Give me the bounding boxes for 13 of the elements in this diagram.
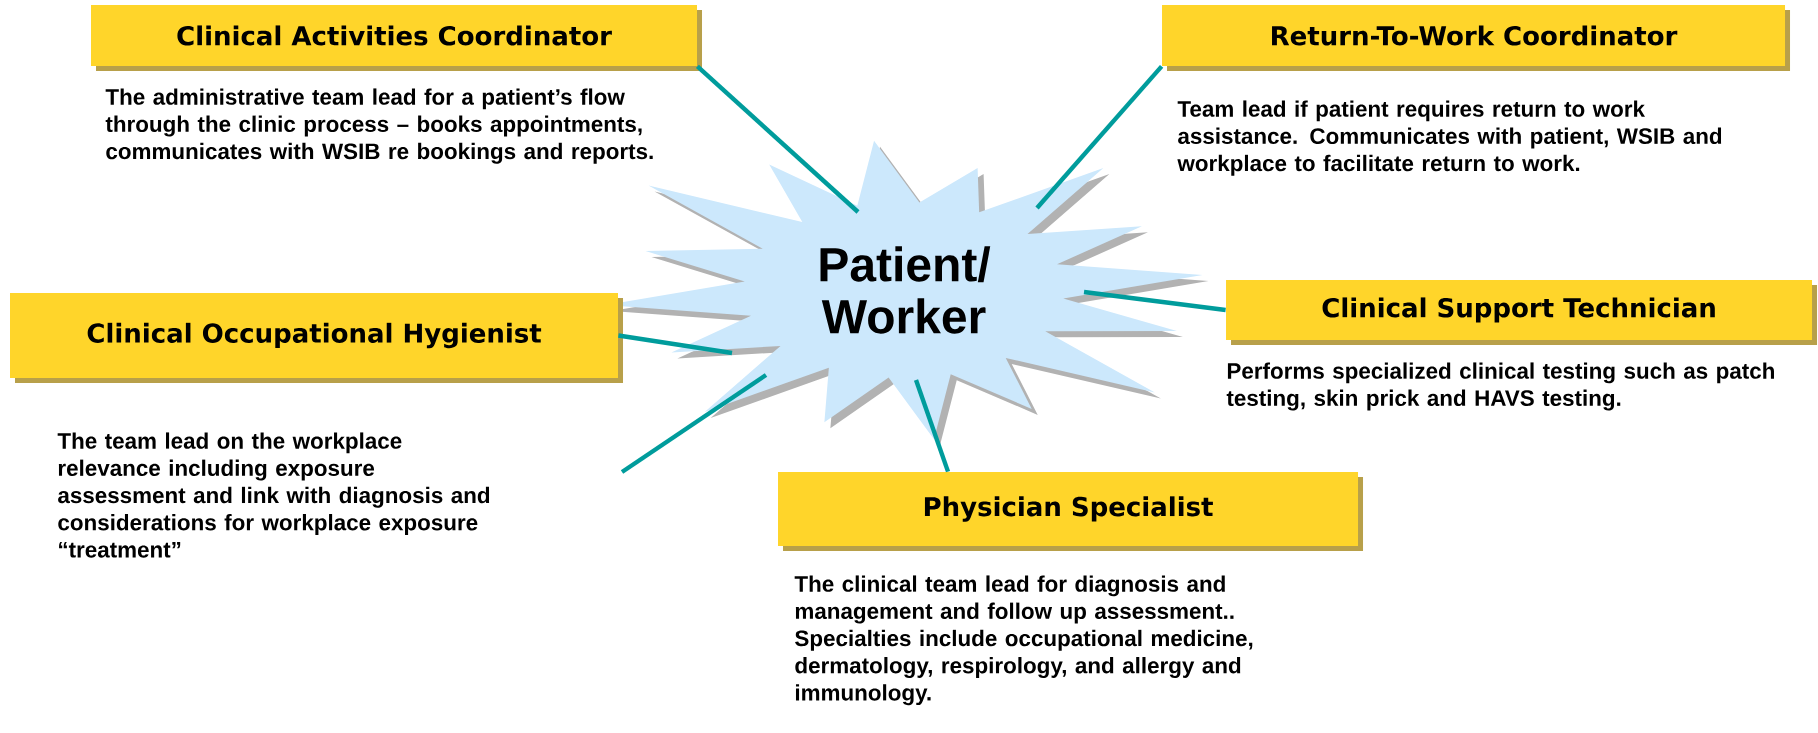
connector-line — [620, 373, 768, 474]
title-box: Clinical Support Technician — [1226, 280, 1818, 345]
title-box: Physician Specialist — [778, 472, 1363, 551]
connector-line — [913, 379, 951, 473]
title-box: Return-To-Work Coordinator — [1162, 5, 1791, 71]
title-box: Clinical Activities Coordinator — [91, 5, 702, 71]
connector-line — [618, 333, 733, 356]
title-box: Clinical Occupational Hygienist — [10, 293, 623, 383]
description-text: The team lead on the workplace relevance including exposure assessment and link with diagnosis and considerations for workplace exposure “treatment” — [57, 432, 490, 558]
connector-line — [695, 64, 860, 214]
description-text: Performs specialized clinical testing such as patch testing, skin prick and HAVS testing. — [1226, 362, 1774, 411]
description-text: The clinical team lead for diagnosis and management and follow up assessment.. Specialties include occupational medicine, dermatology, respirology, and allergy and immunology. — [794, 575, 1253, 706]
connector-line — [1035, 64, 1164, 210]
